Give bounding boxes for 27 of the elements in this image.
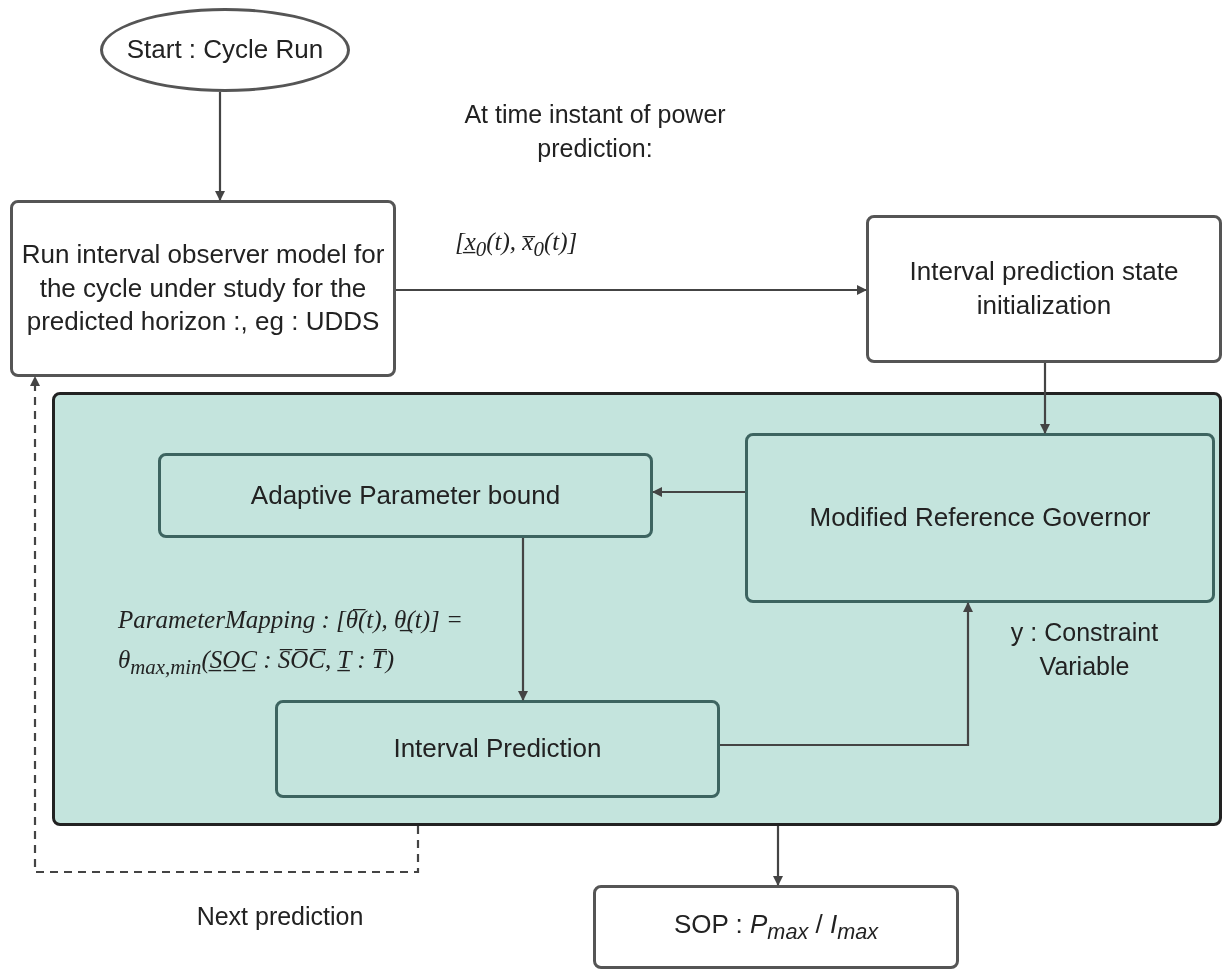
formula-label: ParameterMapping : [θ̅(t), θ̲(t)] = θ$_{max,min}$(S̲O̲C̲ : S̅O̅C̅, T̲ : T̅) [118,605,464,681]
process-box [10,200,396,377]
node-text: SOP : P$_{max}$ / I$_{max}$ [673,907,879,946]
arrow [652,487,745,497]
arrow [396,285,867,295]
annotation-text: At time instant of power prediction: [463,99,727,164]
arrow [773,826,783,886]
process-box [745,433,1215,603]
node-text: Run interval observer model for the cycle under study for the predicted horizon :, eg : UDDS [20,237,386,339]
node-text: Adaptive Parameter bound [250,478,561,512]
process-box [593,885,959,969]
process-box [158,453,653,538]
dashed-arrow [30,376,420,874]
node-text: Modified Reference Governor [809,501,1151,535]
group-panel [52,392,1222,826]
node-text: Interval prediction state initialization [908,255,1180,322]
arrow [518,538,528,701]
process-box [866,215,1222,363]
node-text: Start : Cycle Run [126,33,324,67]
edge-label: Next prediction [195,901,365,932]
arrow [720,602,973,747]
arrow [1040,363,1050,434]
node-text: Interval Prediction [393,732,602,766]
arrow [215,92,225,201]
formula-label: [x̲$_{0}$(t), x̅$_{0}$(t)] [455,227,579,263]
process-box [275,700,720,798]
edge-label: y : Constraint Variable [1009,617,1160,682]
